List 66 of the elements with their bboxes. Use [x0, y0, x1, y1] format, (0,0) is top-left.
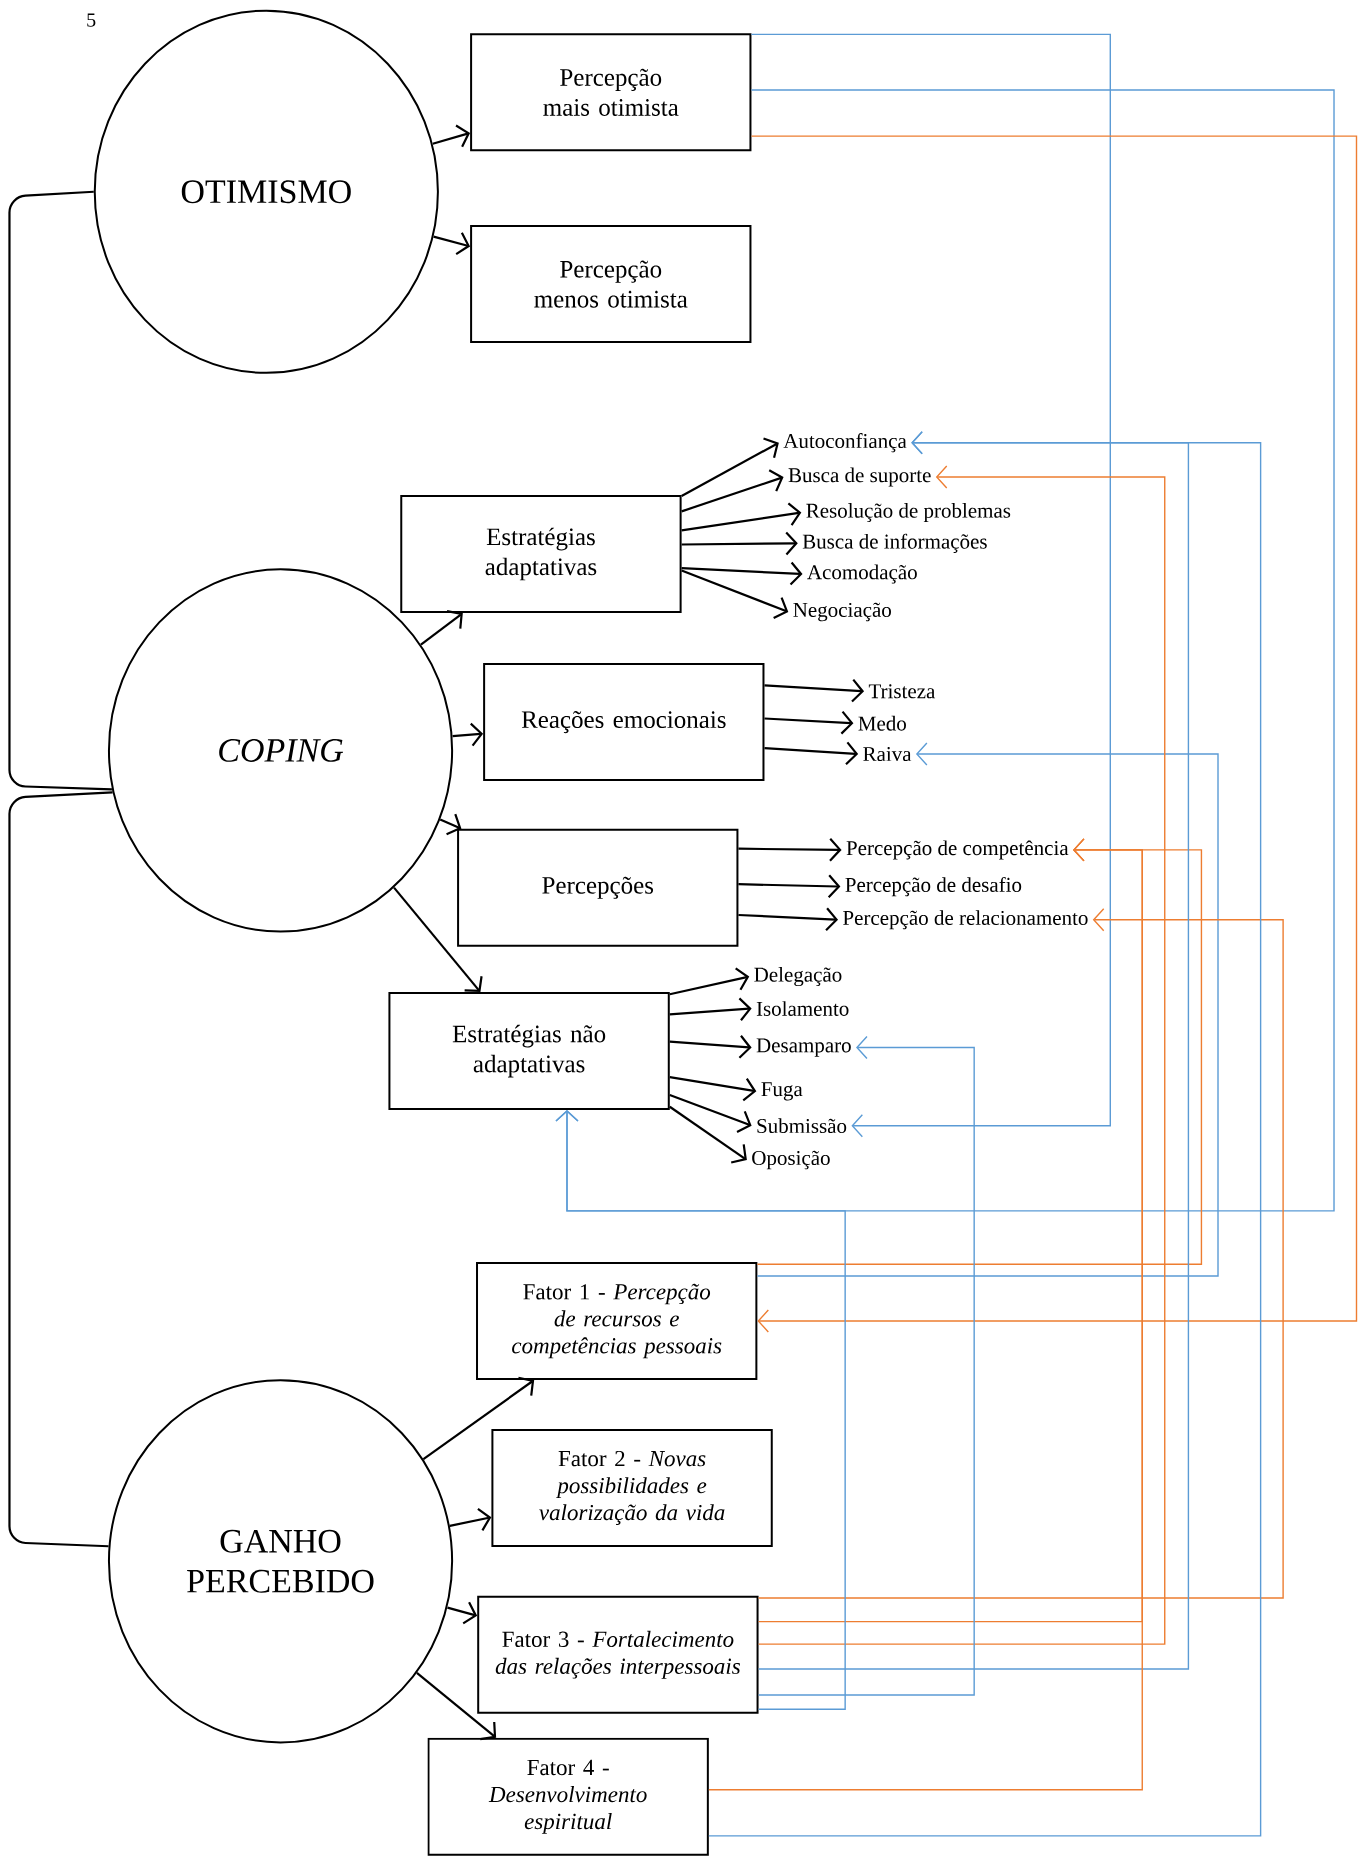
- arrow: [738, 907, 838, 931]
- factor-box: Fator 2 - Novas possibilidades e valorização da vida: [491, 1428, 773, 1547]
- arrow: [764, 678, 864, 703]
- bracket-line: [8, 190, 112, 791]
- item-label: Medo: [858, 715, 906, 731]
- arrow: [750, 135, 1357, 1333]
- arrow: [707, 431, 1262, 1837]
- factor-box: Fator 3 - Fortalecimento das relações interpessoais: [477, 1595, 759, 1714]
- item-label: Negociação: [793, 602, 891, 622]
- arrow: [420, 610, 463, 646]
- arrow: [681, 569, 789, 620]
- arrow: [669, 997, 752, 1021]
- arrow: [757, 1035, 975, 1696]
- arrow: [757, 908, 1284, 1599]
- arrow: [669, 1076, 757, 1102]
- item-label: Isolamento: [756, 1001, 849, 1016]
- concept-box: Reações emocionais: [482, 663, 765, 782]
- arrow: [452, 722, 483, 747]
- arrow: [681, 561, 803, 586]
- arrow: [680, 437, 779, 497]
- item-label: Acomodação: [806, 564, 917, 584]
- arrow: [449, 1507, 492, 1531]
- item-label: Busca de suporte: [788, 467, 931, 487]
- arrow: [681, 531, 798, 556]
- arrow: [707, 838, 1143, 1791]
- item-label: Oposição: [751, 1150, 830, 1170]
- item-label: Percepção de desafio: [845, 877, 1021, 897]
- concept-box: Estratégias não adaptativas: [388, 992, 670, 1111]
- arrow: [416, 1672, 496, 1741]
- item-label: Percepção de competência: [846, 840, 1069, 860]
- arrow: [422, 1376, 534, 1461]
- arrow: [764, 741, 858, 766]
- concept-box: Estratégias adaptativas: [400, 494, 682, 613]
- item-label: Autoconfiança: [783, 433, 907, 453]
- arrow: [668, 1105, 747, 1164]
- arrow: [669, 1035, 752, 1059]
- arrow: [750, 33, 1111, 1138]
- arrow: [738, 838, 842, 862]
- item-label: Fuga: [761, 1082, 803, 1101]
- arrow: [756, 742, 1219, 1277]
- item-label: Desamparo: [756, 1038, 851, 1057]
- item-label: Percepção de relacionamento: [842, 910, 1088, 930]
- factor-box: Fator 4 - Desenvolvimento espiritual: [427, 1737, 709, 1856]
- arrow: [764, 710, 854, 735]
- concept-box: Percepção mais otimista: [469, 33, 752, 152]
- bracket-line: [8, 791, 113, 1548]
- arrow: [446, 1601, 477, 1625]
- concept-box: Percepções: [456, 828, 739, 947]
- arrow: [669, 967, 750, 996]
- item-label: Delegação: [754, 967, 842, 987]
- arrow: [681, 469, 784, 513]
- item-label: Submissão: [757, 1118, 846, 1134]
- arrow: [669, 1093, 752, 1133]
- item-label: Resolução de problemas: [806, 503, 1010, 523]
- factor-box: Fator 1 - Percepção de recursos e competências pessoais: [475, 1262, 758, 1380]
- item-label: Busca de informações: [802, 533, 987, 553]
- concept-box: Percepção menos otimista: [469, 225, 752, 344]
- page-number: 5: [87, 13, 96, 27]
- arrow: [433, 232, 470, 255]
- arrow: [392, 886, 483, 993]
- item-label: Tristeza: [868, 684, 935, 699]
- item-label: Raiva: [862, 746, 912, 762]
- arrow: [432, 124, 470, 148]
- arrow: [681, 502, 802, 532]
- arrow: [555, 1110, 846, 1710]
- arrow: [738, 874, 841, 899]
